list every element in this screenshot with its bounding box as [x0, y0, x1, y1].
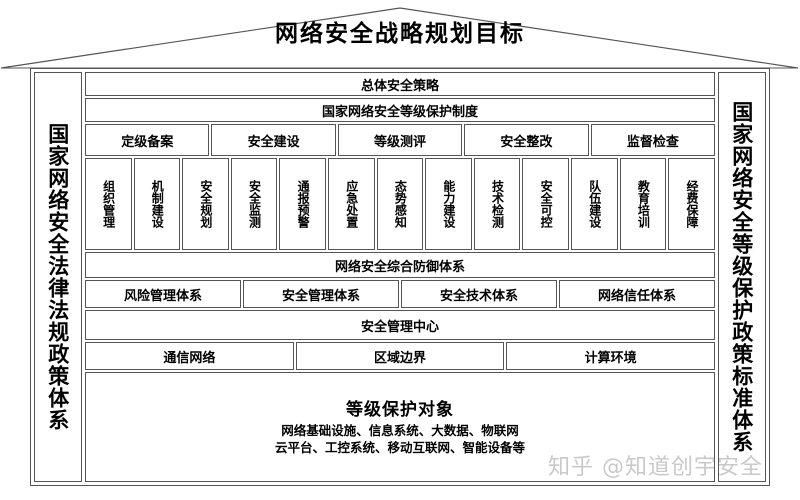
capability-cell-0-label: 组织管理: [101, 180, 116, 228]
right-pillar-label: 国家网络安全等级保护政策标准体系: [729, 101, 755, 453]
process-cell-3-label: 安全整改: [500, 134, 553, 150]
process-cell-1-label: 安全建设: [247, 134, 300, 150]
defense-cell-2-label: 安全技术体系: [439, 288, 518, 304]
protection-objects-line-1: 网络基础设施、信息系统、大数据、物联网: [281, 423, 519, 439]
defense-cell-1[interactable]: 安全管理体系: [243, 280, 399, 308]
capability-cell-11[interactable]: 教育培训: [619, 158, 667, 250]
capability-cell-5[interactable]: 应急处置: [328, 158, 375, 250]
defense-cell-0[interactable]: 风险管理体系: [85, 280, 241, 308]
capability-cell-4[interactable]: 通报预警: [279, 158, 327, 250]
capability-cell-3-label: 安全监测: [247, 180, 262, 228]
capability-cell-1-label: 机制建设: [150, 180, 165, 228]
process-cell-3[interactable]: 安全整改: [464, 124, 589, 156]
process-cell-0[interactable]: 定级备案: [85, 124, 210, 156]
capability-cell-11-label: 教育培训: [636, 180, 651, 228]
capability-cell-12[interactable]: 经费保障: [668, 158, 715, 250]
zones-cell-2-label: 计算环境: [584, 350, 637, 366]
protection-objects-line-2: 云平台、工控系统、移动互联网、智能设备等: [274, 440, 525, 455]
capability-cell-1[interactable]: 机制建设: [133, 158, 181, 250]
band-overall-policy-label: 总体安全策略: [360, 78, 439, 94]
protection-objects-title: 等级保护对象: [346, 400, 454, 421]
process-cell-1[interactable]: 安全建设: [211, 124, 336, 156]
defense-cell-3[interactable]: 网络信任体系: [559, 280, 715, 308]
center-column: 总体安全策略 国家网络安全等级保护制度 定级备案 安全建设 等级测评 安全整改 …: [85, 72, 716, 482]
band-defense-system[interactable]: 网络安全综合防御体系: [85, 252, 715, 278]
capability-cell-12-label: 经费保障: [684, 180, 699, 228]
process-cell-0-label: 定级备案: [121, 134, 174, 150]
capability-cell-3[interactable]: 安全监测: [230, 158, 278, 250]
defense-cell-3-label: 网络信任体系: [597, 288, 676, 304]
capability-row: 组织管理 机制建设 安全规划 安全监测 通报预警 应急处置 态势感知 能力建设 …: [85, 158, 715, 250]
capability-cell-0[interactable]: 组织管理: [85, 158, 132, 250]
defense-cell-1-label: 安全管理体系: [281, 288, 360, 304]
capability-cell-10-label: 队伍建设: [587, 180, 602, 228]
right-pillar[interactable]: 国家网络安全等级保护政策标准体系: [718, 72, 766, 482]
zones-row: 通信网络 区域边界 计算环境: [85, 342, 716, 370]
capability-cell-2[interactable]: 安全规划: [182, 158, 229, 250]
band-overall-policy[interactable]: 总体安全策略: [85, 72, 715, 96]
zones-cell-0[interactable]: 通信网络: [85, 342, 294, 370]
roof-title: 网络安全战略规划目标: [275, 20, 525, 47]
process-cell-2[interactable]: 等级测评: [337, 124, 463, 156]
process-cell-4[interactable]: 监督检查: [590, 124, 716, 156]
defense-cell-2[interactable]: 安全技术体系: [401, 280, 557, 308]
capability-cell-7-label: 能力建设: [441, 180, 456, 228]
capability-cell-2-label: 安全规划: [198, 180, 213, 228]
zones-cell-0-label: 通信网络: [163, 350, 216, 366]
band-national-system[interactable]: 国家网络安全等级保护制度: [85, 98, 715, 122]
capability-cell-9-label: 安全可控: [539, 180, 554, 228]
zones-cell-1-label: 区域边界: [374, 350, 427, 366]
capability-cell-4-label: 通报预警: [296, 180, 311, 228]
capability-cell-9[interactable]: 安全可控: [522, 158, 570, 250]
capability-cell-6[interactable]: 态势感知: [376, 158, 424, 250]
capability-cell-7[interactable]: 能力建设: [425, 158, 472, 250]
band-defense-system-label: 网络安全综合防御体系: [334, 259, 465, 275]
process-cell-4-label: 监督检查: [626, 134, 679, 150]
left-pillar[interactable]: 国家网络安全法律法规政策体系: [34, 72, 82, 482]
defense-row: 风险管理体系 安全管理体系 安全技术体系 网络信任体系: [85, 280, 715, 308]
process-row: 定级备案 安全建设 等级测评 安全整改 监督检查: [85, 124, 716, 156]
defense-cell-0-label: 风险管理体系: [123, 288, 202, 304]
capability-cell-5-label: 应急处置: [344, 180, 359, 228]
capability-cell-6-label: 态势感知: [393, 180, 408, 228]
capability-cell-8-label: 技术检测: [490, 180, 505, 228]
capability-cell-8[interactable]: 技术检测: [473, 158, 521, 250]
protection-objects-box[interactable]: 等级保护对象 网络基础设施、信息系统、大数据、物联网 云平台、工控系统、移动互联…: [85, 372, 715, 482]
zones-cell-2[interactable]: 计算环境: [506, 342, 716, 370]
band-management-center-label: 安全管理中心: [360, 319, 439, 335]
process-cell-2-label: 等级测评: [374, 134, 427, 150]
capability-cell-10[interactable]: 队伍建设: [571, 158, 618, 250]
zones-cell-1[interactable]: 区域边界: [295, 342, 505, 370]
band-management-center[interactable]: 安全管理中心: [85, 310, 715, 340]
band-national-system-label: 国家网络安全等级保护制度: [321, 104, 478, 120]
house-body: 国家网络安全法律法规政策体系 总体安全策略 国家网络安全等级保护制度 定级备案 …: [30, 68, 770, 486]
left-pillar-label: 国家网络安全法律法规政策体系: [45, 123, 71, 431]
